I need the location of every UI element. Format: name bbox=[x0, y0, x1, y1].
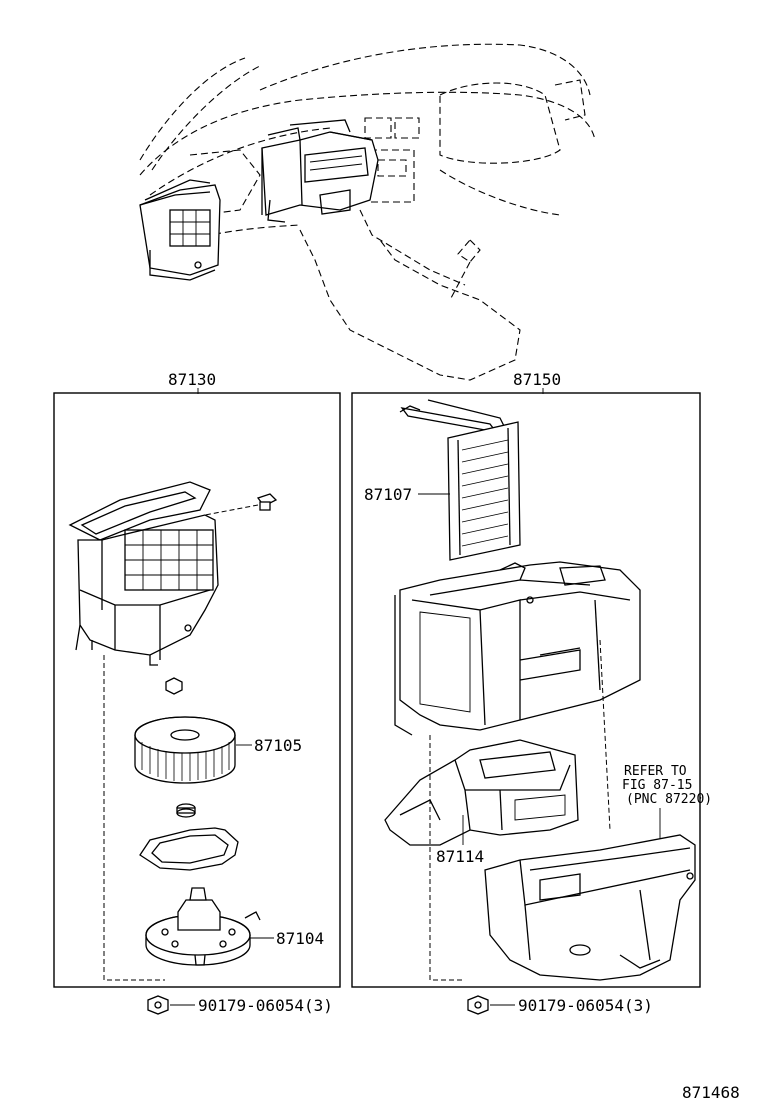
part-label-87104: 87104 bbox=[276, 929, 324, 948]
blower-fan bbox=[134, 716, 236, 784]
part-qty-screw-left: (3) bbox=[304, 996, 333, 1015]
heater-unit-installed bbox=[261, 119, 379, 223]
screw-icon bbox=[256, 493, 278, 511]
nut-icon bbox=[165, 677, 183, 695]
reference-note-line2: FIG 87-15 bbox=[622, 778, 692, 793]
group-label-87150: 87150 bbox=[513, 370, 561, 389]
heater-core bbox=[399, 399, 521, 561]
screw-icon-right bbox=[467, 995, 489, 1015]
heater-case bbox=[394, 561, 641, 736]
right-guide-line bbox=[429, 735, 465, 981]
reference-note-line3: (PNC 87220) bbox=[626, 792, 712, 807]
blower-unit-installed bbox=[139, 179, 221, 281]
part-label-87105: 87105 bbox=[254, 736, 302, 755]
right-group-frame bbox=[351, 392, 701, 988]
blower-housing bbox=[68, 481, 219, 666]
part-label-87107: 87107 bbox=[364, 485, 412, 504]
part-qty-screw-right: (3) bbox=[624, 996, 653, 1015]
screw-dash-line bbox=[204, 504, 259, 516]
dashboard-overview-illustration bbox=[139, 43, 596, 381]
washer-icon bbox=[176, 803, 196, 818]
part-label-screw-left: 90179-06054 bbox=[198, 996, 304, 1015]
air-duct bbox=[384, 739, 579, 846]
group-label-87130: 87130 bbox=[168, 370, 216, 389]
reference-note-line1: REFER TO bbox=[624, 764, 687, 779]
screw-icon-left bbox=[147, 995, 169, 1015]
figure-id: 871468 bbox=[682, 1083, 740, 1102]
part-label-87114: 87114 bbox=[436, 847, 484, 866]
air-mix-unit bbox=[484, 834, 696, 981]
left-guide-line bbox=[103, 655, 165, 981]
part-label-screw-right: 90179-06054 bbox=[518, 996, 624, 1015]
gasket bbox=[139, 827, 239, 871]
left-group-frame bbox=[53, 392, 341, 988]
blower-motor bbox=[145, 887, 261, 966]
